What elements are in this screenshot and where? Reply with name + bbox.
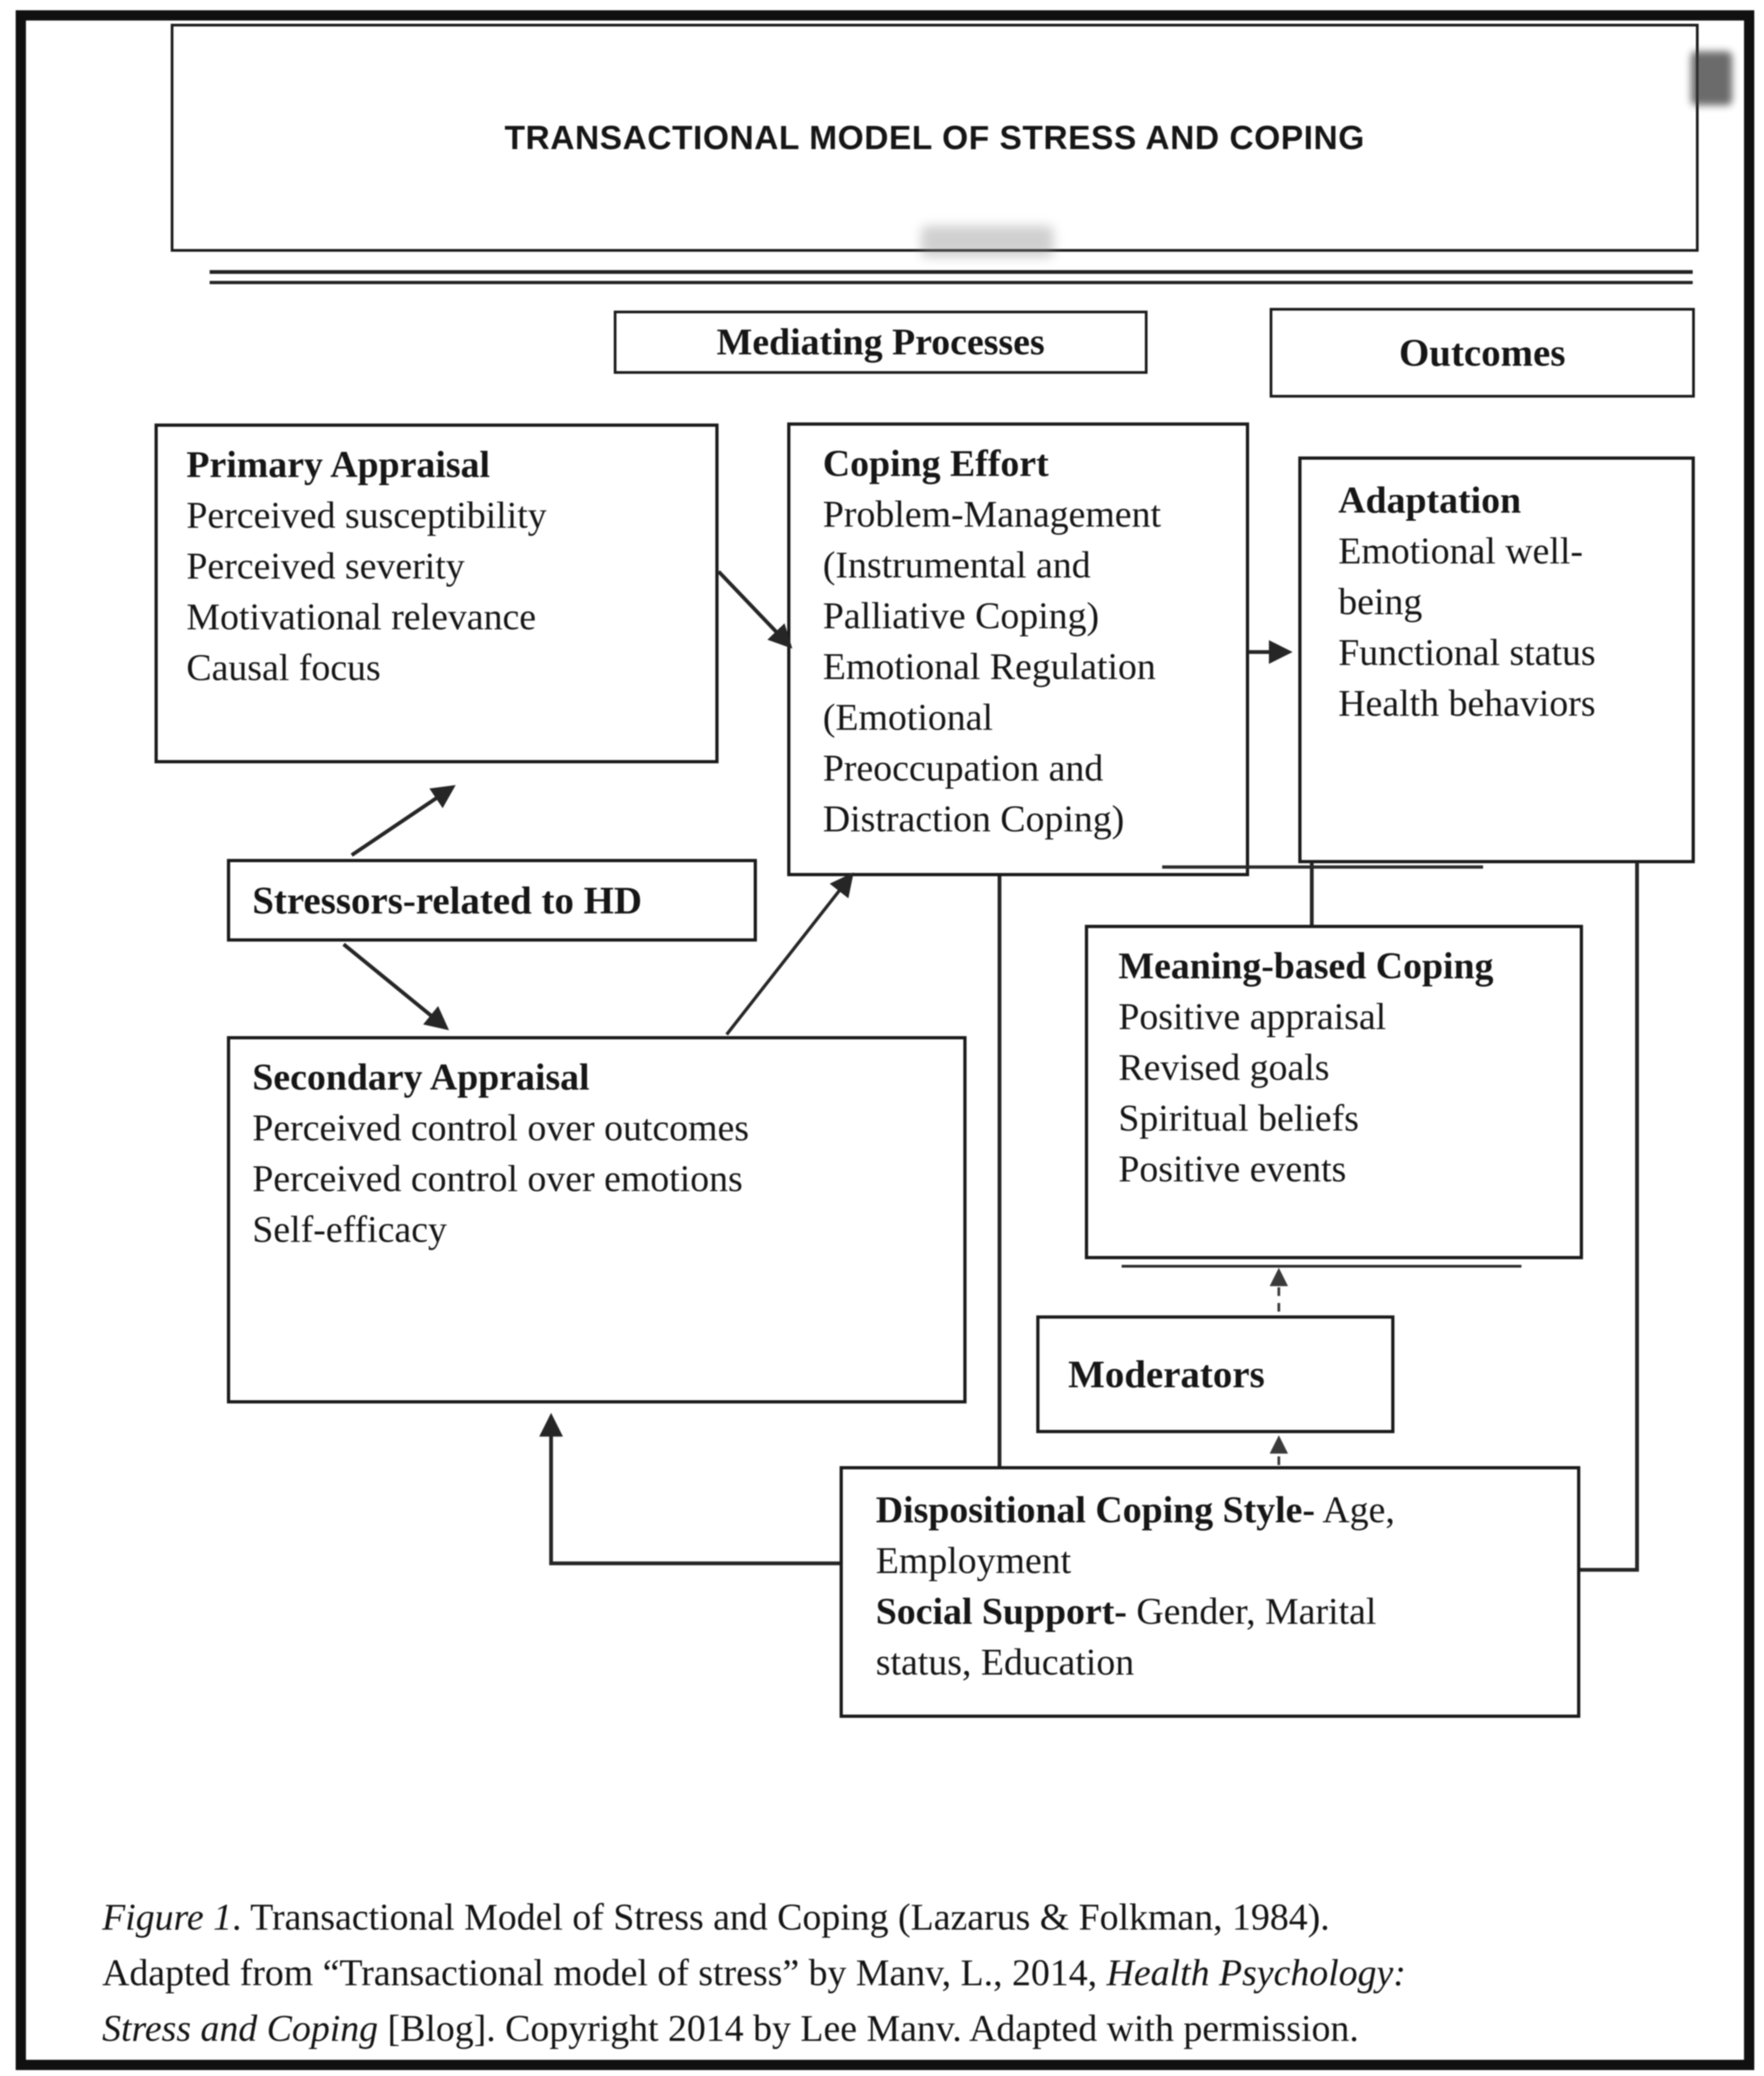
adaptation-line: Emotional well- bbox=[1338, 530, 1583, 572]
primary-appraisal-box: Primary Appraisal Perceived susceptibili… bbox=[155, 424, 719, 763]
stressors-title: Stressors-related to HD bbox=[252, 878, 642, 922]
coping-effort-box: Coping Effort Problem-Management (Instru… bbox=[787, 422, 1249, 876]
scan-artifact-center bbox=[921, 226, 1054, 257]
adaptation-line: Health behaviors bbox=[1338, 683, 1596, 724]
meaning-line: Revised goals bbox=[1118, 1047, 1330, 1089]
outcomes-label: Outcomes bbox=[1399, 331, 1566, 374]
moderators-box: Moderators bbox=[1036, 1315, 1394, 1433]
meaning-based-coping-title: Meaning-based Coping bbox=[1118, 945, 1494, 987]
coping-line: (Instrumental and bbox=[823, 545, 1091, 586]
coping-line: Emotional Regulation bbox=[823, 646, 1156, 688]
adaptation-title: Adaptation bbox=[1338, 480, 1521, 521]
social-support-bold: Social Support- bbox=[876, 1591, 1127, 1632]
dispositional-text: Employment bbox=[876, 1540, 1071, 1582]
adaptation-box: Adaptation Emotional well- being Functio… bbox=[1298, 456, 1695, 863]
adaptation-line: being bbox=[1338, 581, 1423, 623]
double-rule bbox=[210, 270, 1693, 284]
meaning-line: Positive events bbox=[1118, 1148, 1346, 1190]
dispositional-box: Dispositional Coping Style- Age, Employm… bbox=[840, 1466, 1580, 1718]
primary-line: Motivational relevance bbox=[186, 596, 536, 638]
dispositional-text: Age, bbox=[1314, 1489, 1395, 1531]
coping-line: Distraction Coping) bbox=[823, 798, 1124, 840]
meaning-line: Positive appraisal bbox=[1118, 996, 1386, 1038]
mediating-processes-label: Mediating Processes bbox=[716, 321, 1045, 363]
caption-source-italic: Stress and Coping bbox=[102, 2008, 378, 2050]
caption-text: . Transactional Model of Stress and Copi… bbox=[232, 1897, 1330, 1938]
secondary-line: Perceived control over emotions bbox=[252, 1158, 743, 1200]
figure-title: TRANSACTIONAL MODEL OF STRESS AND COPING bbox=[504, 119, 1365, 157]
dispositional-bold: Dispositional Coping Style- bbox=[876, 1489, 1315, 1531]
secondary-line: Perceived control over outcomes bbox=[252, 1107, 749, 1149]
caption-source-italic: Health Psychology: bbox=[1106, 1952, 1406, 1994]
scan-artifact-right bbox=[1691, 51, 1732, 105]
primary-appraisal-title: Primary Appraisal bbox=[186, 444, 490, 486]
primary-line: Perceived susceptibility bbox=[186, 495, 547, 536]
secondary-appraisal-title: Secondary Appraisal bbox=[252, 1057, 590, 1098]
meaning-based-coping-box: Meaning-based Coping Positive appraisal … bbox=[1085, 925, 1583, 1259]
primary-line: Causal focus bbox=[186, 647, 381, 689]
caption-text: Adapted from “Transactional model of str… bbox=[102, 1952, 1107, 1994]
mediating-processes-header: Mediating Processes bbox=[614, 311, 1148, 374]
moderators-title: Moderators bbox=[1068, 1353, 1265, 1396]
secondary-appraisal-box: Secondary Appraisal Perceived control ov… bbox=[227, 1036, 967, 1403]
dispositional-text: Gender, Marital bbox=[1126, 1591, 1377, 1632]
coping-effort-title: Coping Effort bbox=[823, 443, 1049, 485]
outcomes-header: Outcomes bbox=[1270, 308, 1695, 398]
coping-line: Palliative Coping) bbox=[823, 595, 1099, 637]
adaptation-line: Functional status bbox=[1338, 632, 1596, 674]
coping-line: Preoccupation and bbox=[823, 748, 1103, 789]
meaning-line: Spiritual beliefs bbox=[1118, 1098, 1359, 1139]
primary-line: Perceived severity bbox=[186, 546, 465, 587]
coping-line: Problem-Management bbox=[823, 494, 1161, 535]
caption-text: [Blog]. Copyright 2014 by Lee Manv. Adap… bbox=[378, 2008, 1359, 2050]
title-box: TRANSACTIONAL MODEL OF STRESS AND COPING bbox=[171, 24, 1699, 252]
dispositional-text: status, Education bbox=[876, 1642, 1135, 1683]
secondary-line: Self-efficacy bbox=[252, 1209, 447, 1251]
coping-line: (Emotional bbox=[823, 697, 993, 738]
caption-figure-number: Figure 1 bbox=[102, 1897, 232, 1938]
figure-caption: Figure 1. Transactional Model of Stress … bbox=[102, 1890, 1701, 2057]
stressors-box: Stressors-related to HD bbox=[227, 859, 757, 942]
